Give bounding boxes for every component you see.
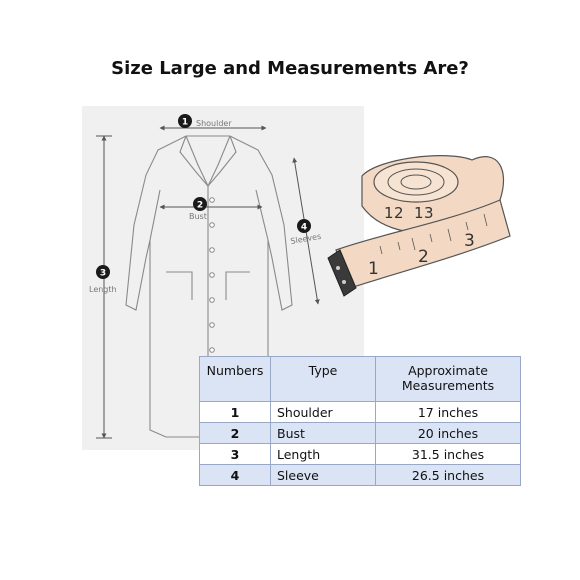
cell-type: Shoulder (270, 401, 376, 423)
cell-number: 1 (199, 401, 271, 423)
cell-measurement: 26.5 inches (375, 464, 521, 486)
svg-text:3: 3 (464, 231, 475, 251)
svg-text:1: 1 (368, 259, 379, 279)
table-header-row: Numbers Type Approximate Measurements (199, 356, 521, 402)
label-length: Length (89, 285, 117, 294)
badge-length: 3 (96, 265, 110, 279)
cell-measurement: 20 inches (375, 422, 521, 444)
table-row: 4 Sleeve 26.5 inches (199, 464, 521, 486)
svg-text:3: 3 (424, 204, 434, 222)
cell-number: 3 (199, 443, 271, 465)
svg-text:2: 2 (394, 204, 404, 222)
svg-text:4: 4 (301, 223, 307, 233)
svg-text:1: 1 (414, 204, 424, 222)
coat-buttons (209, 197, 215, 353)
badge-sleeves: 4 (297, 219, 311, 233)
cell-number: 4 (199, 464, 271, 486)
svg-text:2: 2 (197, 201, 203, 211)
table-row: 2 Bust 20 inches (199, 422, 521, 444)
svg-text:1: 1 (182, 118, 188, 128)
label-bust: Bust (189, 212, 207, 221)
measurement-arrows (96, 125, 320, 439)
header-type: Type (270, 356, 376, 402)
measurements-table: Numbers Type Approximate Measurements 1 … (199, 356, 521, 486)
cell-type: Length (270, 443, 376, 465)
page-title: Size Large and Measurements Are? (111, 58, 469, 79)
header-numbers: Numbers (199, 356, 271, 402)
badge-bust: 2 (193, 197, 207, 211)
cell-measurement: 17 inches (375, 401, 521, 423)
cell-type: Sleeve (270, 464, 376, 486)
svg-text:3: 3 (100, 269, 106, 279)
table-row: 1 Shoulder 17 inches (199, 401, 521, 423)
measuring-tape-icon: 1 2 1 3 1 2 3 (327, 155, 511, 297)
table-row: 3 Length 31.5 inches (199, 443, 521, 465)
badge-shoulder: 1 (178, 114, 192, 128)
label-sleeves: Sleeves (290, 232, 322, 246)
svg-text:1: 1 (384, 204, 394, 222)
svg-text:2: 2 (418, 247, 429, 267)
header-measurements: Approximate Measurements (375, 356, 521, 402)
cell-type: Bust (270, 422, 376, 444)
cell-measurement: 31.5 inches (375, 443, 521, 465)
label-shoulder: Shoulder (196, 119, 232, 128)
cell-number: 2 (199, 422, 271, 444)
